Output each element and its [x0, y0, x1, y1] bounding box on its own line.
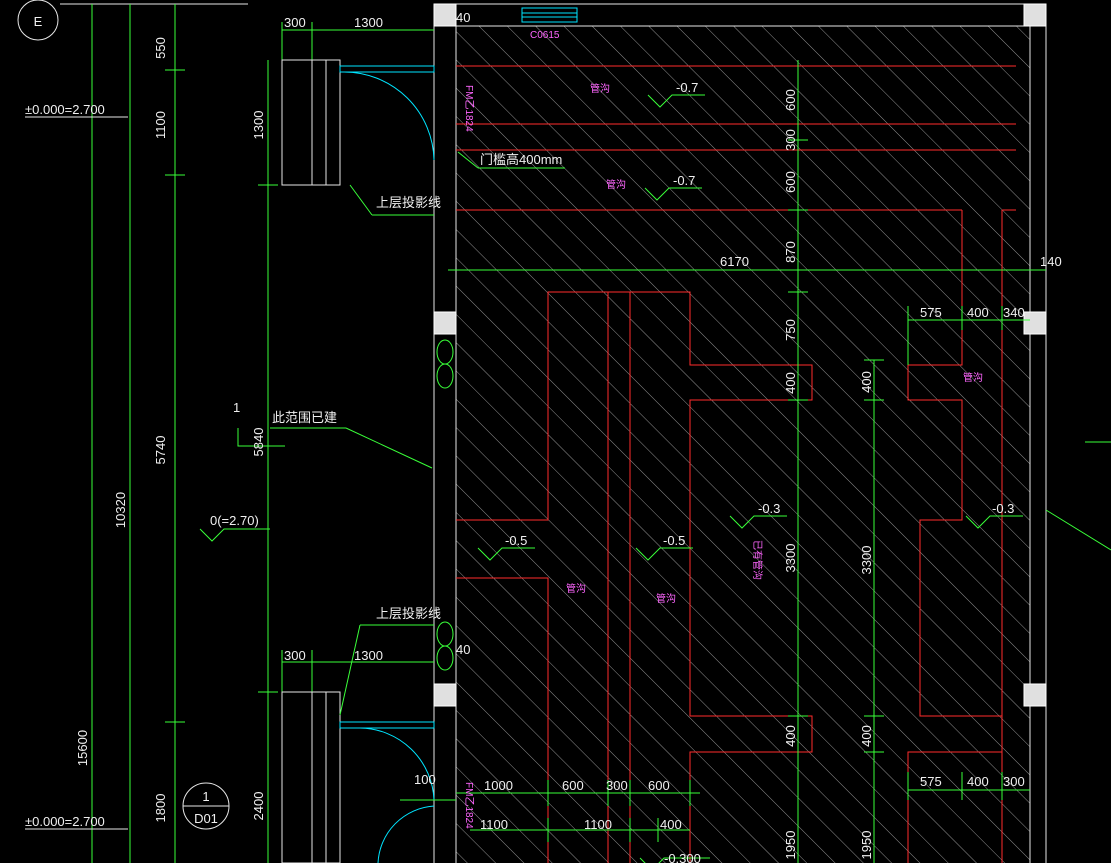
structural-columns: [433, 3, 1047, 707]
pipe-trench-outlines: [456, 65, 1016, 863]
dim-575b: 575: [920, 774, 942, 789]
elev-07a: -0.7: [676, 80, 698, 95]
dim-300d: 300: [606, 778, 628, 793]
dim-600d: 600: [648, 778, 670, 793]
dim-1300v: 1300: [251, 111, 266, 140]
dim-400a: 400: [783, 372, 798, 394]
dim-400b: 400: [783, 725, 798, 747]
datum-top: ±0.000=2.700: [25, 102, 105, 117]
dim-3300b: 3300: [859, 546, 874, 575]
already-built-label: 此范围已建: [272, 410, 337, 425]
wall-lines: [60, 3, 1047, 863]
elev-03b: -0.3: [992, 501, 1014, 516]
existing-pit-label: 已有管沟: [751, 540, 764, 580]
datum-labels: ±0.000=2.700 ±0.000=2.700 0(=2.70): [25, 102, 259, 830]
door-label-lower: FM乙1824: [463, 782, 475, 829]
dim-100: 100: [414, 772, 436, 787]
elev-07b: -0.7: [673, 173, 695, 188]
trench-label-3: 管沟: [963, 371, 983, 384]
trench-label-4: 管沟: [566, 582, 586, 595]
dim-5740: 5740: [153, 436, 168, 465]
datum-mid: 0(=2.70): [210, 513, 259, 528]
grid-bubble-d01: 1 D01: [182, 782, 230, 830]
dim-300c: 300: [1003, 774, 1025, 789]
datum-bottom: ±0.000=2.700: [25, 814, 105, 829]
dim-1100b: 1100: [584, 817, 612, 832]
window-c0615: [521, 7, 578, 23]
dim-1800: 1800: [153, 794, 168, 823]
elev-03a: -0.3: [758, 501, 780, 516]
elev-05a: -0.5: [505, 533, 527, 548]
threshold-label: 门槛高400mm: [480, 152, 562, 167]
dim-550: 550: [153, 37, 168, 59]
dim-10320: 10320: [113, 492, 128, 528]
dim-400d: 400: [859, 371, 874, 393]
dim-300-mid: 300: [284, 648, 306, 663]
dim-40-top: 40: [456, 10, 470, 25]
dim-1100a: 1100: [480, 817, 508, 832]
trench-label-2: 管沟: [606, 178, 626, 191]
grid-bubble-e-label: E: [34, 14, 43, 29]
dim-300-top: 300: [284, 15, 306, 30]
dim-1000: 1000: [484, 778, 513, 793]
hatched-slab: [456, 26, 1030, 863]
window-label: C0615: [530, 30, 560, 41]
dim-40-mid: 40: [456, 642, 470, 657]
dim-2400: 2400: [251, 792, 266, 821]
dim-750: 750: [783, 319, 798, 341]
dim-6170: 6170: [720, 254, 749, 269]
dim-575a: 575: [920, 305, 942, 320]
dim-1100: 1100: [153, 111, 168, 139]
elev-0300: -0.300: [664, 851, 701, 863]
grid-bubble-e: E: [17, 0, 59, 41]
elev-05b: -0.5: [663, 533, 685, 548]
left-dimension-text: 550 1100 5740 10320 15600 1800 1300 5840…: [75, 37, 266, 822]
dim-400e: 400: [859, 725, 874, 747]
dim-400c: 400: [967, 305, 989, 320]
dim-1300-mid: 1300: [354, 648, 383, 663]
left-dimension-lines: [91, 4, 278, 863]
section-mark-1: 1: [233, 400, 240, 415]
elevation-markers: [199, 94, 1023, 863]
upper-projection-label-2: 上层投影线: [376, 606, 441, 621]
trench-label-1: 管沟: [590, 82, 610, 95]
grid-bubble-d01-bottom: D01: [194, 811, 218, 826]
door-opening-lower: [281, 624, 456, 863]
door-opening-upper: [281, 22, 435, 216]
trench-label-5: 管沟: [656, 592, 676, 605]
dim-3300a: 3300: [783, 544, 798, 573]
dim-400f: 400: [967, 774, 989, 789]
dim-1950b: 1950: [859, 831, 874, 860]
dim-600a: 600: [783, 89, 798, 111]
dim-400g: 400: [660, 817, 682, 832]
dim-600b: 600: [783, 171, 798, 193]
right-dimension-lines: [448, 60, 1111, 863]
dim-140: 140: [1040, 254, 1062, 269]
right-dimension-text: 6170 140 600 300 600 870 750 400 3300 40…: [414, 89, 1062, 859]
leader-lines: [237, 151, 565, 469]
grid-bubble-d01-top: 1: [202, 789, 209, 804]
upper-projection-label-1: 上层投影线: [376, 195, 441, 210]
dim-1300-top: 1300: [354, 15, 383, 30]
dim-340: 340: [1003, 305, 1025, 320]
dim-1950a: 1950: [783, 831, 798, 860]
elevation-values: -0.7 -0.7 -0.5 -0.5 -0.3 -0.3 -0.300: [505, 80, 1014, 863]
dim-870: 870: [783, 241, 798, 263]
top-dimension-text: 300 1300 40 300 1300 40: [284, 10, 470, 663]
dim-300v: 300: [783, 129, 798, 151]
dim-600c: 600: [562, 778, 584, 793]
dim-15600: 15600: [75, 730, 90, 766]
annotations: C0615 FM乙1824 FM乙1824 门槛高400mm 上层投影线 上层投…: [272, 30, 983, 829]
wall-arcs: [436, 339, 454, 671]
dim-5840: 5840: [251, 428, 266, 457]
door-label-upper: FM乙1824: [463, 85, 475, 132]
